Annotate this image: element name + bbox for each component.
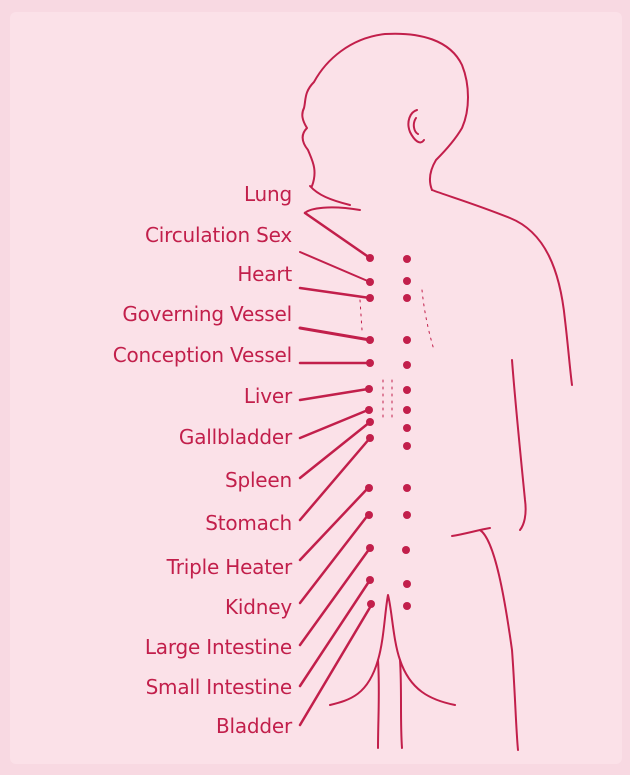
label-triple-heater: Triple Heater bbox=[167, 555, 292, 579]
point-left-1 bbox=[366, 254, 374, 262]
point-left-4 bbox=[366, 336, 374, 344]
point-left-9 bbox=[366, 434, 374, 442]
label-spleen: Spleen bbox=[225, 468, 292, 492]
point-left-2 bbox=[366, 278, 374, 286]
spine-cleft-2 bbox=[400, 660, 402, 748]
leader-bladder bbox=[300, 604, 372, 725]
point-left-12 bbox=[366, 544, 374, 552]
point-right-13 bbox=[403, 580, 411, 588]
label-stomach: Stomach bbox=[205, 511, 292, 535]
point-right-2 bbox=[403, 277, 411, 285]
label-large-intestine: Large Intestine bbox=[145, 635, 292, 659]
point-left-8 bbox=[366, 418, 374, 426]
ear-outline bbox=[408, 110, 424, 142]
arm-outline bbox=[512, 360, 526, 530]
point-right-7 bbox=[403, 406, 411, 414]
point-right-9 bbox=[403, 442, 411, 450]
leader-gallbladder bbox=[300, 410, 368, 438]
point-left-5 bbox=[366, 359, 374, 367]
leader-governing-vessel bbox=[300, 328, 370, 340]
label-bladder: Bladder bbox=[216, 714, 292, 738]
label-gallbladder: Gallbladder bbox=[179, 425, 292, 449]
label-lung: Lung bbox=[244, 182, 292, 206]
label-liver: Liver bbox=[244, 384, 292, 408]
point-right-12 bbox=[402, 546, 410, 554]
label-circulation-sex: Circulation Sex bbox=[145, 223, 292, 247]
point-right-11 bbox=[403, 511, 411, 519]
spine-hint-3 bbox=[360, 300, 362, 330]
leader-circulation-sex bbox=[300, 252, 370, 282]
leader-heart bbox=[300, 288, 370, 298]
point-left-10 bbox=[365, 484, 373, 492]
label-kidney: Kidney bbox=[225, 595, 292, 619]
back-outline bbox=[432, 190, 572, 385]
ear-inner bbox=[414, 118, 418, 134]
leader-liver bbox=[300, 389, 368, 400]
neck-front bbox=[310, 186, 350, 205]
point-left-11 bbox=[365, 511, 373, 519]
point-right-5 bbox=[403, 361, 411, 369]
point-left-7 bbox=[365, 406, 373, 414]
point-left-6 bbox=[365, 385, 373, 393]
label-heart: Heart bbox=[237, 262, 292, 286]
point-right-4 bbox=[403, 336, 411, 344]
label-small-intestine: Small Intestine bbox=[146, 675, 292, 699]
point-right-3 bbox=[403, 294, 411, 302]
left-shoulder bbox=[305, 207, 360, 213]
point-right-10 bbox=[403, 484, 411, 492]
point-left-14 bbox=[367, 600, 375, 608]
point-right-14 bbox=[403, 602, 411, 610]
point-left-13 bbox=[366, 576, 374, 584]
head-outline bbox=[302, 34, 468, 190]
label-governing-vessel: Governing Vessel bbox=[122, 302, 292, 326]
point-right-6 bbox=[403, 386, 411, 394]
label-conception-vessel: Conception Vessel bbox=[113, 343, 292, 367]
leader-kidney bbox=[300, 515, 368, 603]
leader-lung bbox=[305, 213, 370, 258]
shoulder-blade bbox=[422, 290, 434, 350]
leader-triple-heater bbox=[300, 488, 368, 560]
waist-outline bbox=[480, 530, 518, 750]
point-right-1 bbox=[403, 255, 411, 263]
point-left-3 bbox=[366, 294, 374, 302]
point-right-8 bbox=[403, 424, 411, 432]
spine-cleft bbox=[378, 660, 379, 748]
